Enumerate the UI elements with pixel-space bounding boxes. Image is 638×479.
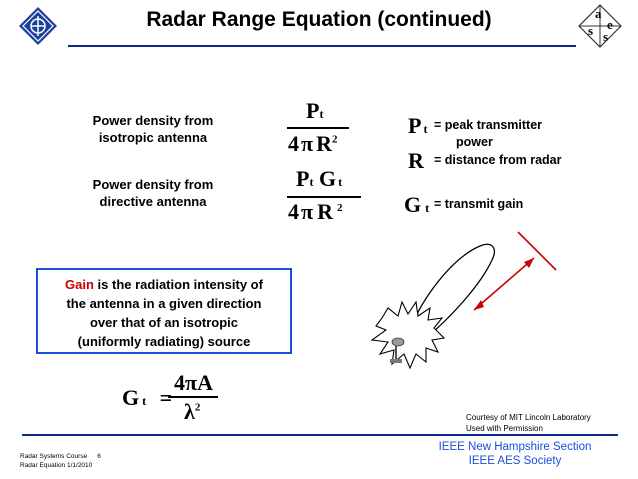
legend-pt-text2: power xyxy=(456,135,493,149)
aes-logo-letter-s1: s xyxy=(588,23,594,38)
formula1-den-pi: π xyxy=(301,131,314,156)
directive-density-label-line1: Power density from xyxy=(92,177,214,192)
footer-course-line1: Radar Systems Course 6 xyxy=(20,452,101,461)
gain-formula-fraction-bar xyxy=(168,396,218,398)
formula2-den-coef: 4 xyxy=(288,199,299,224)
image-credit-line1: Courtesy of MIT Lincoln Laboratory xyxy=(466,413,591,422)
footer-course-line2: Radar Equation 1/1/2010 xyxy=(20,462,93,469)
gain-formula-num-a: A xyxy=(197,370,213,395)
gain-formula-den-sup: 2 xyxy=(194,401,201,414)
title-divider xyxy=(68,45,576,47)
gain-definition-line1-rest: is the radiation intensity of xyxy=(93,277,263,292)
formula1-den-coef: 4 xyxy=(288,131,299,156)
formula2-fraction-bar xyxy=(287,196,361,198)
page-title: Radar Range Equation (continued) xyxy=(146,8,492,31)
gain-definition-line3: over that of an isotropic xyxy=(89,315,239,330)
formula1-den-sup: 2 xyxy=(331,133,338,146)
formula2-den-pi: π xyxy=(301,199,314,224)
formula1-fraction-bar xyxy=(287,127,349,129)
legend-r-symbol: R xyxy=(408,148,424,173)
gain-definition-line1: Gain is the radiation intensity of xyxy=(38,275,290,294)
aes-logo-letter-e: e xyxy=(607,17,613,32)
gain-formula-g-sub: t xyxy=(142,394,147,408)
legend-r-text: = distance from radar xyxy=(434,153,562,167)
formula2-num-g-sub: t xyxy=(338,175,343,189)
footer-course-info: Radar Systems Course 6 Radar Equation 1/1… xyxy=(20,452,101,470)
legend-pt-text: = peak transmitter xyxy=(434,118,543,132)
gain-formula-g: G xyxy=(122,385,140,410)
formula2-den-r: R xyxy=(317,199,333,224)
footer-page-number: 6 xyxy=(97,453,101,460)
aes-logo-icon xyxy=(578,4,622,48)
isotropic-density-label: Power density from isotropic antenna xyxy=(68,112,238,146)
gain-definition-line2: the antenna in a given direction xyxy=(66,296,262,311)
gain-definition-box: Gain is the radiation intensity of the a… xyxy=(36,268,292,354)
footer-course-name: Radar Systems Course xyxy=(20,453,88,460)
gain-formula-denominator: λ2 xyxy=(184,399,200,425)
formula1-num-sub: t xyxy=(319,107,324,121)
gain-formula-num-pi: π xyxy=(185,370,198,395)
legend-gt-text: = transmit gain xyxy=(434,197,524,211)
gain-formula-equals: = xyxy=(159,385,173,410)
gain-formula-lambda: λ xyxy=(184,399,195,424)
aes-logo-letter-a: a xyxy=(595,6,602,21)
footer-society-info: IEEE New Hampshire Section IEEE AES Soci… xyxy=(420,440,610,468)
formula2-num-p-sub: t xyxy=(309,175,314,189)
footer-divider xyxy=(22,434,618,436)
formula1-den-r: R xyxy=(316,131,332,156)
gain-keyword: Gain xyxy=(65,277,94,292)
formula2-den-sup: 2 xyxy=(336,201,343,214)
formula1-numerator: Pt xyxy=(306,98,323,124)
footer-society-line1: IEEE New Hampshire Section xyxy=(438,441,592,453)
footer-society-line2: IEEE AES Society xyxy=(468,455,562,467)
gain-formula-numerator: 4πA xyxy=(174,370,213,396)
legend-pt-sub: t xyxy=(423,122,428,136)
isotropic-density-label-line2: isotropic antenna xyxy=(98,130,208,145)
ieee-logo-icon xyxy=(18,6,58,46)
isotropic-density-label-line1: Power density from xyxy=(92,113,214,128)
gain-formula-num-coef: 4 xyxy=(174,370,185,395)
gain-definition-line4: (uniformly radiating) source xyxy=(77,334,251,349)
aes-logo-letter-s2: s xyxy=(603,29,609,44)
directive-density-label-line2: directive antenna xyxy=(99,194,207,209)
legend-gt-main: G xyxy=(404,192,422,217)
formula1-num-p: P xyxy=(306,98,320,123)
antenna-pattern-illustration xyxy=(362,228,592,378)
directive-density-label: Power density from directive antenna xyxy=(68,176,238,210)
image-credit-line2: Used with Permission xyxy=(466,424,543,433)
legend-pt-main: P xyxy=(408,113,422,138)
formula2-num-g: G xyxy=(318,166,337,191)
formula2-num-p: P xyxy=(296,166,310,191)
image-credit: Courtesy of MIT Lincoln Laboratory Used … xyxy=(466,412,591,434)
legend-gt-sub: t xyxy=(425,201,430,215)
